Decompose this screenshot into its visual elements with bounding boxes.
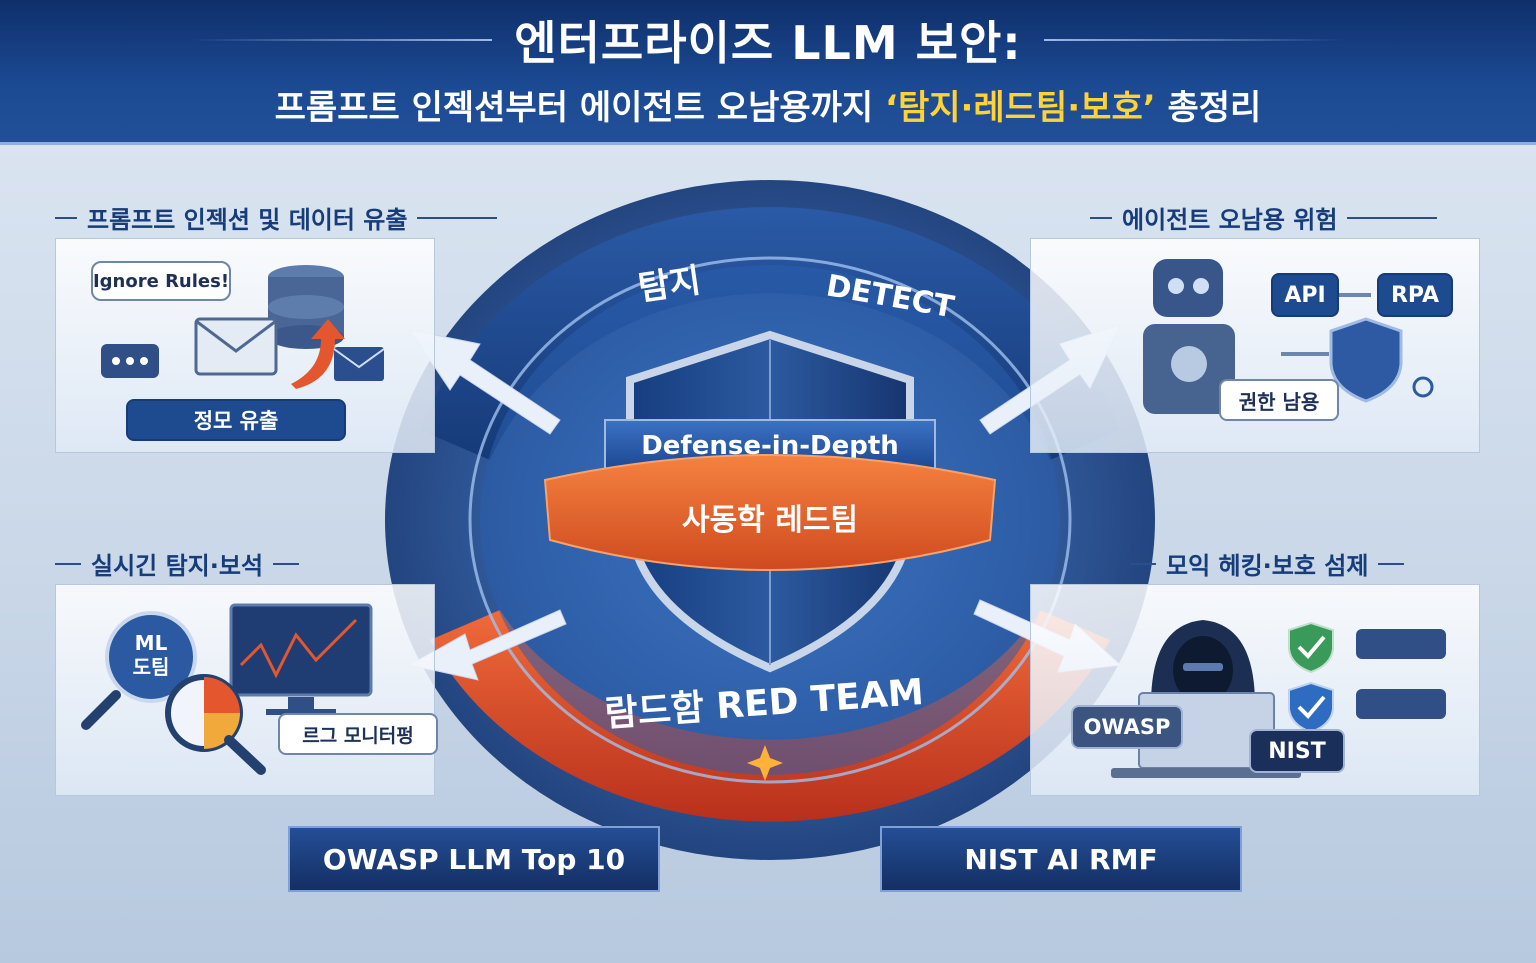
subtitle-highlight: ‘탐지·레드팀·보호’: [885, 88, 1156, 128]
panel-agent-misuse: API RPA 권한 남용: [1030, 238, 1480, 453]
panel-mock-hacking: OWASP NIST: [1030, 584, 1480, 796]
hacker-icon: [1151, 620, 1255, 705]
chart-monitor-icon: [229, 603, 373, 715]
small-mail-icon: [333, 347, 385, 381]
sparkle-icon: [747, 745, 783, 781]
upload-arrow-icon: [291, 319, 345, 389]
leak-badge: 정모 유출: [126, 399, 346, 441]
owasp-chip: OWASP: [1071, 705, 1183, 749]
log-monitoring-chip: 르그 모니터펑: [278, 713, 438, 755]
page-title: 엔터프라이즈 LLM 보안:: [514, 16, 1022, 70]
inner-ring-line: [468, 256, 1072, 784]
label-dash: [55, 562, 81, 565]
header: 엔터프라이즈 LLM 보안: 프롬프트 인젝션부터 에이전트 오남용까지 ‘탐지…: [0, 0, 1536, 145]
api-chip: API: [1271, 273, 1339, 317]
title-rule-right: [1043, 39, 1344, 41]
check-shield-icon: [1288, 621, 1334, 674]
section-title: 모익 헤킹·보호 섬제: [1166, 552, 1369, 580]
label-dash: [1090, 216, 1112, 219]
red-team-arc-band: [430, 610, 1110, 822]
rpa-chip: RPA: [1377, 273, 1453, 317]
ribbon-auto-red-team-label: 사동학 레드팀: [682, 503, 858, 538]
section-title: 실시긴 탐지·보석: [91, 552, 264, 580]
ml-badge-text: ML 도팀: [107, 631, 195, 679]
arrow-bottom-left: [408, 609, 567, 681]
detect-label-ko: 탐지: [636, 261, 704, 309]
magnifier-handle-icon: [81, 690, 121, 730]
label-dash: [1378, 562, 1405, 565]
agent-icons: [1143, 259, 1434, 414]
data-leak-icons: [101, 265, 385, 389]
subtitle-suffix: 총정리: [1155, 88, 1262, 128]
label-dash: [1130, 562, 1156, 565]
panel-prompt-injection: Ignore Rules! 정모 유출: [55, 238, 435, 453]
mail-icon: [194, 317, 278, 376]
banner-nist-ai-rmf: NIST AI RMF: [880, 826, 1242, 892]
section-label-mock-hacking: 모익 헤킹·보호 섬제: [1130, 546, 1405, 581]
section-label-agent-misuse: 에이전트 오남용 위험: [1090, 200, 1438, 235]
banner-owasp-llm-top10: OWASP LLM Top 10: [288, 826, 660, 892]
magnifier-pie-icon: [165, 674, 266, 775]
ignore-rules-bubble: Ignore Rules!: [91, 261, 231, 301]
ribbon-auto-red-team: [543, 454, 997, 571]
panel-realtime-detection: ML 도팀 르그 모니터펑: [55, 584, 438, 796]
nist-chip: NIST: [1249, 729, 1345, 773]
check-shield-icon-2: [1288, 681, 1334, 734]
subtitle-prefix: 프롬프트 인젝션부터 에이전트 오남용까지: [274, 88, 886, 128]
hacker-icons: [1111, 620, 1446, 778]
gear-icon: [1412, 376, 1434, 398]
privilege-abuse-chip: 권한 남용: [1219, 379, 1339, 421]
shield-icon: [1329, 317, 1403, 403]
ml-badge-line1: ML: [134, 631, 168, 655]
section-label-realtime-detection: 실시긴 탐지·보석: [55, 546, 300, 581]
label-dash: [273, 562, 300, 565]
title-rule-left: [192, 39, 493, 41]
section-title: 프롬프트 인젝션 및 데이터 유출: [87, 206, 408, 234]
ml-badge-line2: 도팀: [132, 655, 170, 679]
robot-icon: [1143, 259, 1235, 414]
page-subtitle: 프롬프트 인젝션부터 에이전트 오남용까지 ‘탐지·레드팀·보호’ 총정리: [0, 80, 1536, 129]
ml-badge-icon: [105, 611, 197, 703]
section-label-prompt-injection: 프롬프트 인젝션 및 데이터 유출: [55, 200, 498, 235]
detect-arc-band: [420, 207, 1120, 460]
label-dash: [55, 216, 77, 219]
chat-icon: [101, 344, 159, 378]
title-row: 엔터프라이즈 LLM 보안:: [0, 10, 1536, 70]
monitoring-icons: [81, 603, 373, 775]
status-bars-icon: [1356, 629, 1446, 719]
section-title: 에이전트 오남용 위험: [1122, 206, 1338, 234]
label-dash: [1347, 216, 1438, 219]
label-dash: [417, 216, 498, 219]
